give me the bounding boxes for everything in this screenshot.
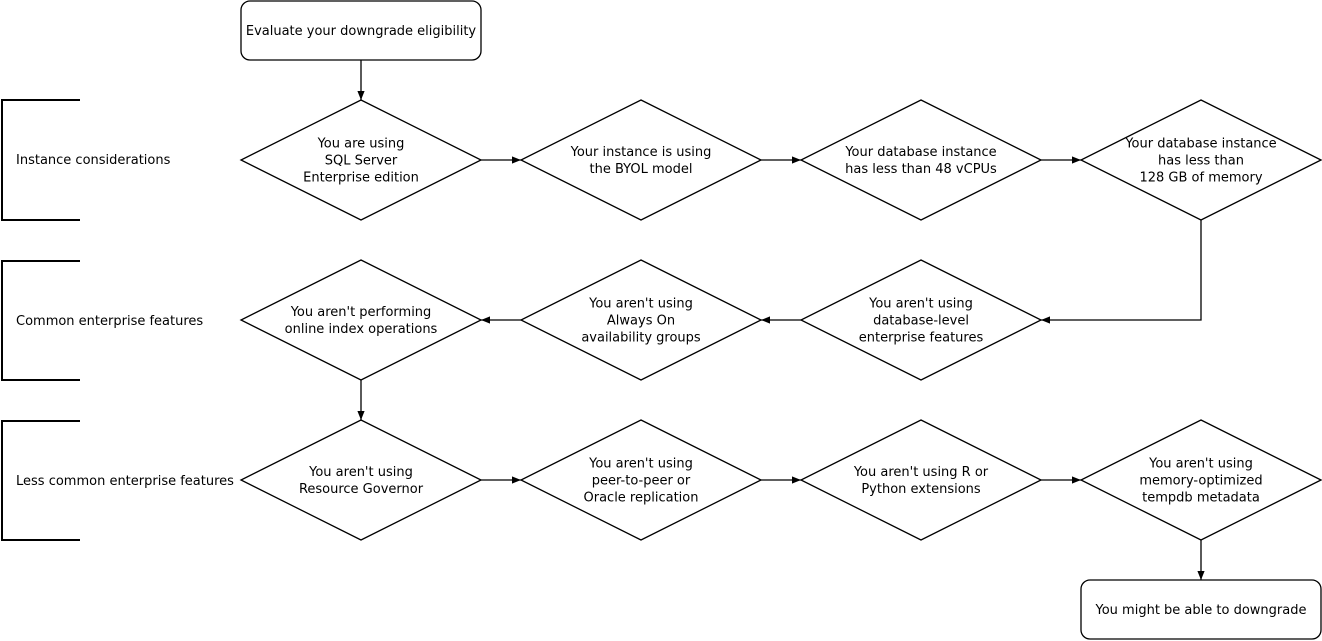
decision-diamond — [799, 419, 1043, 541]
decision-label: 128 GB of memory — [1139, 171, 1262, 186]
end-label: You might be able to downgrade — [1095, 603, 1307, 618]
decision-label: Your database instance — [1124, 137, 1276, 152]
decision-label: You aren't performing — [290, 305, 432, 320]
section-label: Instance considerations — [16, 153, 171, 168]
decision-label: Oracle replication — [584, 491, 699, 506]
decision-label: You aren't using — [588, 457, 693, 472]
decision-diamond — [799, 259, 1043, 381]
decision-label: peer-to-peer or — [592, 474, 691, 489]
section-bracket — [1, 260, 80, 381]
decision-label: has less than — [1158, 154, 1244, 169]
decision-diamond — [1079, 419, 1322, 541]
decision-diamond — [239, 259, 483, 381]
decision-diamond — [1079, 99, 1322, 221]
section-bracket — [1, 99, 80, 221]
decision-label: the BYOL model — [590, 162, 693, 177]
decision-label: Always On — [607, 314, 675, 329]
decision-label: availability groups — [581, 331, 701, 346]
decision-label: You aren't using — [868, 297, 973, 312]
decision-label: Python extensions — [861, 482, 981, 497]
decision-diamond — [519, 259, 763, 381]
decision-diamond — [519, 419, 763, 541]
decision-label: You aren't using — [1148, 457, 1253, 472]
decision-diamond — [239, 419, 483, 541]
decision-label: database-level — [873, 314, 969, 329]
decision-diamond — [799, 99, 1043, 221]
decision-label: memory-optimized — [1139, 474, 1262, 489]
decision-label: has less than 48 vCPUs — [845, 162, 997, 177]
decision-label: tempdb metadata — [1142, 491, 1260, 506]
section-bracket — [1, 420, 80, 541]
section-label: Common enterprise features — [16, 314, 203, 329]
section-label: Less common enterprise features — [16, 474, 234, 489]
decision-label: You aren't using R or — [853, 465, 989, 480]
decision-label: Enterprise edition — [303, 171, 419, 186]
decision-label: You are using — [317, 137, 405, 152]
decision-diamond — [519, 99, 763, 221]
decision-label: Your instance is using — [570, 145, 712, 160]
decision-label: Resource Governor — [299, 482, 424, 497]
decision-label: You aren't using — [588, 297, 693, 312]
decision-label: enterprise features — [859, 331, 984, 346]
decision-label: SQL Server — [325, 154, 398, 169]
decision-label: Your database instance — [844, 145, 996, 160]
decision-diamond — [239, 99, 483, 221]
connector-arrow — [1041, 220, 1202, 324]
start-label: Evaluate your downgrade eligibility — [246, 24, 477, 39]
decision-label: You aren't using — [308, 465, 413, 480]
decision-label: online index operations — [285, 322, 438, 337]
